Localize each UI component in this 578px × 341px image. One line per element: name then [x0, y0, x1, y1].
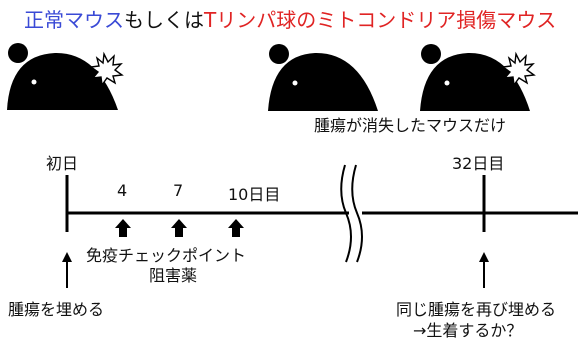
arrow-up-icon	[62, 252, 72, 288]
arrow-up-icon	[115, 219, 131, 237]
day-32-label: 32日目	[452, 154, 505, 173]
tumor-burst-icon	[501, 51, 536, 87]
tumor-gone-label: 腫瘍が消失したマウスだけ	[314, 116, 507, 135]
day-4-label: 4	[117, 181, 128, 200]
mouse-with-tumor-icon	[420, 44, 536, 111]
title-damaged-mouse: Tリンパ球のミトコンドリア損傷マウス	[204, 8, 557, 32]
mouse-with-tumor-icon	[7, 43, 124, 110]
day-first-label: 初日	[46, 154, 79, 173]
tumor-burst-icon	[89, 51, 124, 87]
reimplant-label-line1: 同じ腫瘍を再び埋める	[396, 300, 557, 319]
title-normal-mouse: 正常マウス	[24, 8, 124, 32]
reimplant-label-line2: →生着するか？	[413, 321, 523, 340]
arrow-up-icon	[171, 219, 187, 237]
day-10-label: 10日目	[228, 185, 281, 204]
mouse-icon	[268, 44, 378, 111]
drug-label-line1: 免疫チェックポイント	[86, 246, 247, 265]
diagram-title: 正常マウスもしくはTリンパ球のミトコンドリア損傷マウス	[24, 4, 556, 33]
implant-label: 腫瘍を埋める	[8, 300, 105, 319]
day-7-label: 7	[173, 181, 184, 200]
title-or: もしくは	[124, 8, 204, 32]
timeline-break-icon	[340, 164, 363, 263]
arrow-up-icon	[479, 252, 489, 288]
drug-label-line2: 阻害薬	[149, 266, 198, 285]
arrow-up-icon	[228, 219, 244, 237]
